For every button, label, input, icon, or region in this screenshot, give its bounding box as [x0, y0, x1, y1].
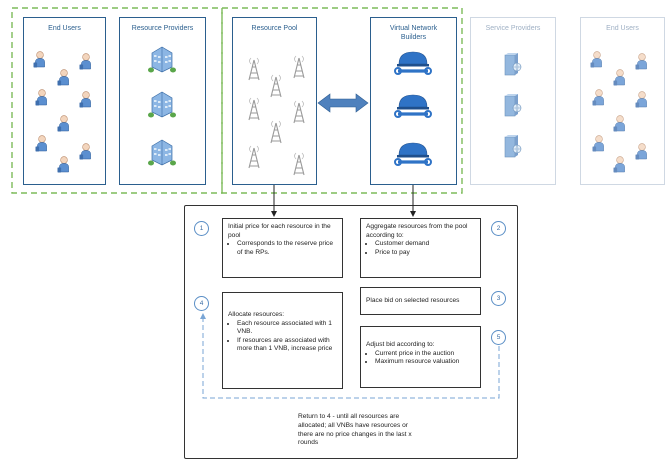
user-icon: [635, 53, 648, 70]
loop-back-line: [200, 313, 500, 399]
step-5-bullet: Maximum resource valuation: [375, 358, 475, 367]
user-icon: [57, 69, 70, 86]
user-icon: [35, 135, 48, 152]
step-4-text: Allocate resources:: [228, 311, 285, 318]
column-title: Resource Pool: [251, 25, 298, 32]
user-icon: [592, 135, 605, 152]
hardhat-wrench-icon: [393, 50, 433, 76]
loop-note: Return to 4 - until all resources are al…: [298, 413, 412, 447]
step-1-text: Initial price for each resource in the p…: [228, 223, 331, 239]
step-4-box: Allocate resources: Each resource associ…: [222, 292, 343, 389]
user-icon: [79, 53, 92, 70]
step-2-text: Aggregate resources from the pool accord…: [366, 223, 468, 239]
user-icon: [635, 143, 648, 160]
server-globe-icon: [504, 93, 522, 117]
hardhat-wrench-icon: [393, 93, 433, 119]
step-4-number: 4: [194, 296, 209, 311]
step-5-bullet: Current price in the auction: [375, 350, 475, 359]
group-right-outline: [221, 7, 463, 194]
step-2-bullets: Customer demand Price to pay: [366, 240, 475, 257]
step-2-number: 2: [491, 221, 506, 236]
group-left-outline: [11, 7, 223, 194]
user-icon: [57, 115, 70, 132]
building-icon: [147, 91, 177, 118]
user-icon: [613, 69, 626, 86]
user-icon: [57, 156, 70, 173]
step-1-bullet: Corresponds to the reserve price of the …: [237, 240, 337, 257]
cell-tower-icon: [293, 55, 305, 79]
cell-tower-icon: [248, 97, 260, 121]
step-3-text: Place bid on selected resources: [366, 296, 460, 304]
column-title: End Users: [48, 25, 81, 32]
user-icon: [592, 89, 605, 106]
user-icon: [613, 156, 626, 173]
hardhat-wrench-icon: [393, 141, 433, 167]
server-globe-icon: [504, 134, 522, 158]
user-icon: [33, 51, 46, 68]
step-2-bullet: Price to pay: [375, 249, 475, 258]
step-1-box: Initial price for each resource in the p…: [222, 218, 343, 278]
user-icon: [79, 143, 92, 160]
step-5-box: Adjust bid according to: Current price i…: [360, 326, 481, 388]
step-2-box: Aggregate resources from the pool accord…: [360, 218, 481, 278]
cell-tower-icon: [293, 100, 305, 124]
step-3-box: Place bid on selected resources: [360, 287, 481, 315]
user-icon: [613, 115, 626, 132]
cell-tower-icon: [270, 120, 282, 144]
server-globe-icon: [504, 52, 522, 76]
column-title: End Users: [606, 25, 639, 32]
user-icon: [35, 89, 48, 106]
cell-tower-icon: [248, 57, 260, 81]
column-title: Service Providers: [485, 25, 541, 32]
double-arrow-icon: [317, 93, 369, 113]
building-icon: [147, 139, 177, 166]
column-title: Resource Providers: [131, 25, 194, 32]
step-3-number: 3: [491, 291, 506, 306]
column-title: Virtual Network Builders: [389, 25, 438, 41]
step-1-bullets: Corresponds to the reserve price of the …: [228, 240, 337, 257]
building-icon: [147, 46, 177, 73]
step-2-bullet: Customer demand: [375, 240, 475, 249]
resource-pool-column: Resource Pool: [232, 17, 317, 185]
step-5-text: Adjust bid according to:: [366, 341, 435, 348]
step-5-bullets: Current price in the auction Maximum res…: [366, 350, 475, 367]
user-icon: [590, 51, 603, 68]
step-5-number: 5: [491, 330, 506, 345]
cell-tower-icon: [248, 145, 260, 169]
user-icon: [79, 91, 92, 108]
step-4-bullets: Each resource associated with 1 VNB. If …: [228, 320, 337, 354]
user-icon: [635, 91, 648, 108]
cell-tower-icon: [293, 152, 305, 176]
step-1-number: 1: [194, 221, 209, 236]
cell-tower-icon: [270, 74, 282, 98]
step-4-bullet: Each resource associated with 1 VNB.: [237, 320, 337, 337]
step-4-bullet: If resources are associated with more th…: [237, 337, 337, 354]
